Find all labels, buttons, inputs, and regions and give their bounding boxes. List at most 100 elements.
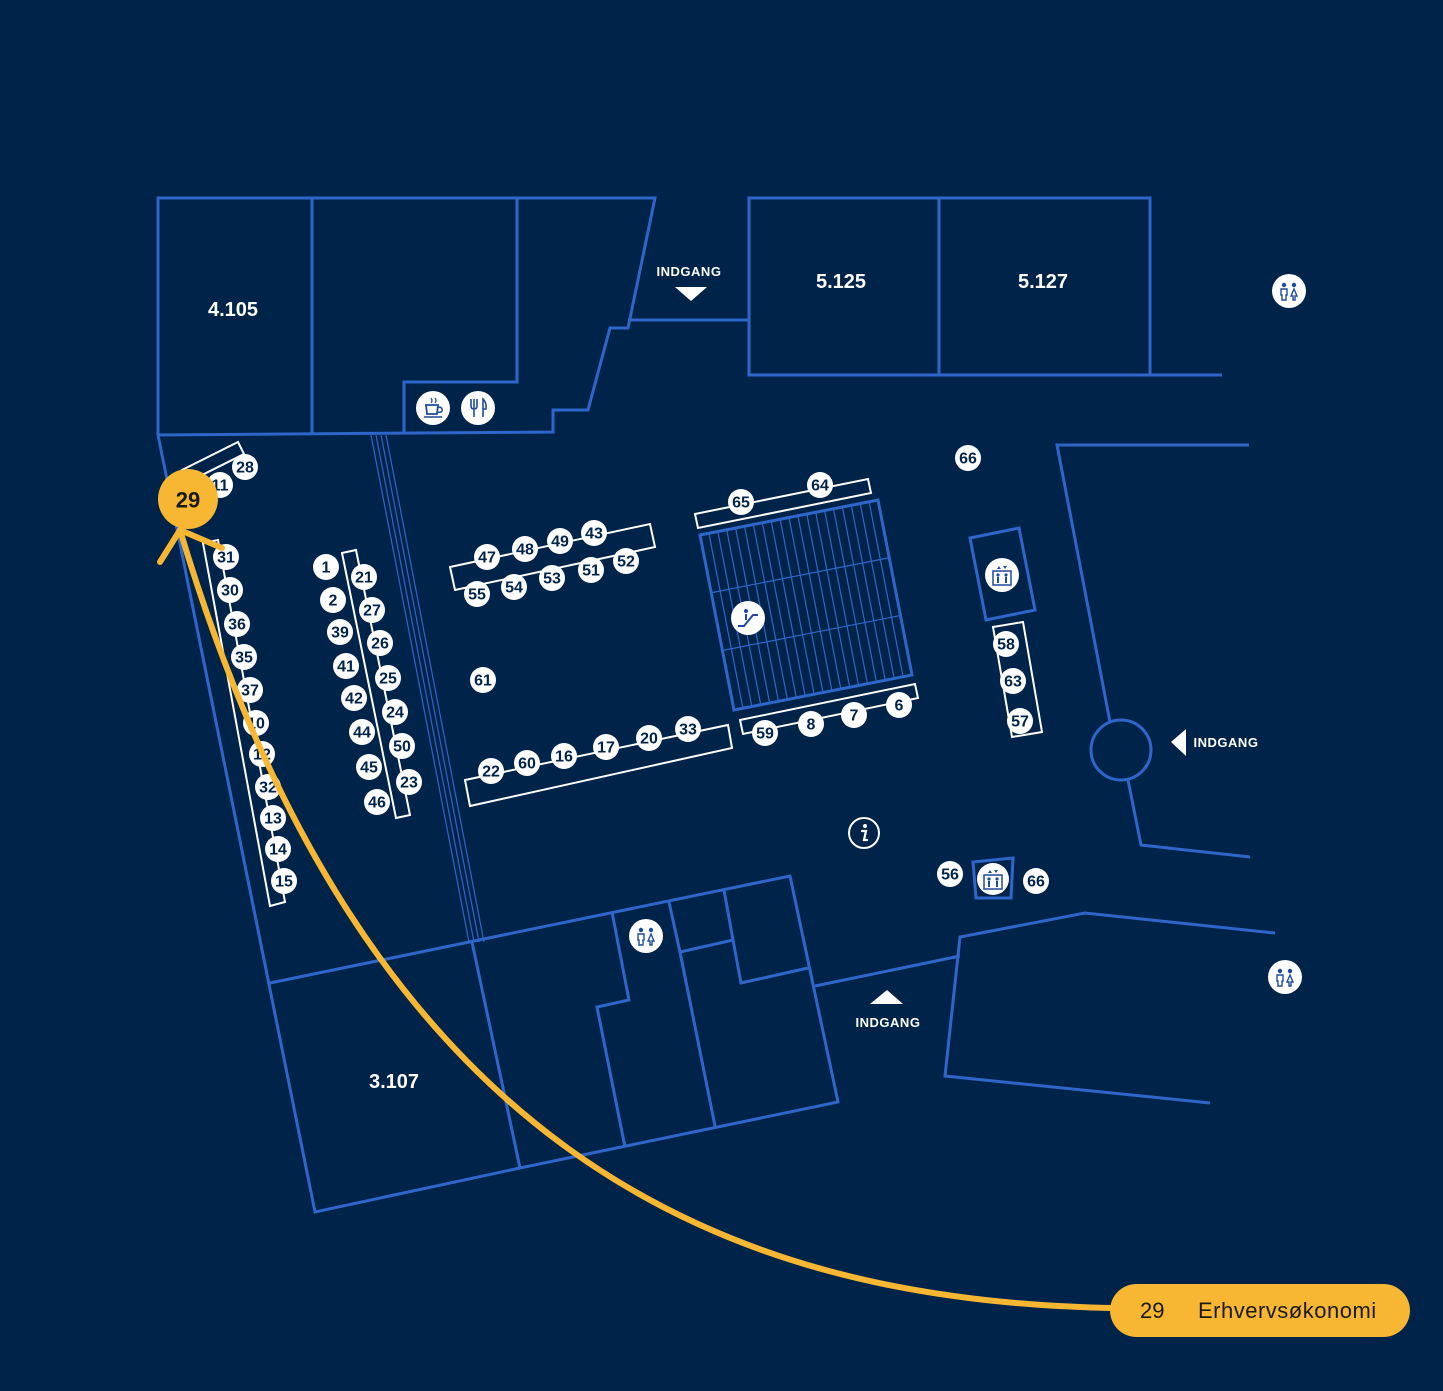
booth-marker-50[interactable]: 50	[389, 733, 415, 759]
booth-marker-17[interactable]: 17	[593, 734, 619, 760]
booth-marker-53[interactable]: 53	[539, 565, 565, 591]
booth-marker-circle	[232, 454, 258, 480]
booth-marker-number: 43	[585, 526, 603, 543]
booth-marker-circle	[382, 699, 408, 725]
booth-marker-number: 32	[259, 780, 277, 797]
info-icon[interactable]	[848, 817, 880, 849]
booth-marker-circle	[547, 528, 573, 554]
booth-marker-circle	[578, 557, 604, 583]
booth-marker-21[interactable]: 21	[351, 564, 377, 590]
booth-marker-39[interactable]: 39	[327, 619, 353, 645]
booth-marker-circle	[320, 587, 346, 613]
booth-marker-circle	[351, 564, 377, 590]
booth-marker-59[interactable]: 59	[752, 720, 778, 746]
entrance-right-arrow	[1171, 729, 1186, 756]
booth-marker-6[interactable]: 6	[886, 692, 912, 718]
booth-marker-44[interactable]: 44	[349, 719, 375, 745]
room-label-3107: 3.107	[369, 1071, 419, 1093]
booth-marker-42[interactable]: 42	[341, 685, 367, 711]
booth-marker-48[interactable]: 48	[512, 536, 538, 562]
booth-marker-number: 36	[228, 617, 246, 634]
booth-marker-43[interactable]: 43	[581, 520, 607, 546]
booth-marker-number: 17	[597, 740, 615, 757]
highlight-arrow-head	[157, 527, 225, 565]
booth-marker-26[interactable]: 26	[367, 630, 393, 656]
booth-marker-25[interactable]: 25	[375, 665, 401, 691]
escalator-icon[interactable]	[731, 601, 765, 635]
booth-marker-20[interactable]: 20	[636, 725, 662, 751]
booth-marker-7[interactable]: 7	[841, 702, 867, 728]
wall-bottom-rooms	[269, 874, 840, 1170]
booth-marker-35[interactable]: 35	[231, 644, 257, 670]
booth-marker-number: 37	[241, 683, 259, 700]
legend-booth-number: 29	[1140, 1297, 1165, 1323]
booth-marker-number: 24	[386, 705, 404, 722]
booth-marker-30[interactable]: 30	[217, 577, 243, 603]
highlight-legend[interactable]: 29 Erhvervsøkonomi	[1110, 1284, 1410, 1337]
booth-marker-58[interactable]: 58	[993, 631, 1019, 657]
booth-marker-65[interactable]: 65	[728, 489, 754, 515]
booth-marker-number: 65	[732, 495, 750, 512]
booth-marker-55[interactable]: 55	[464, 581, 490, 607]
toilet-icon[interactable]	[1268, 960, 1302, 994]
highlighted-booth-marker[interactable]: 29	[158, 469, 218, 529]
booth-marker-22[interactable]: 22	[478, 758, 504, 784]
booth-marker-number: 21	[355, 570, 373, 587]
booth-marker-24[interactable]: 24	[382, 699, 408, 725]
booth-marker-number: 52	[617, 554, 635, 571]
booth-marker-2[interactable]: 2	[320, 587, 346, 613]
amenities	[416, 274, 1306, 994]
booth-marker-number: 27	[363, 603, 381, 620]
booth-marker-8[interactable]: 8	[798, 711, 824, 737]
booth-marker-54[interactable]: 54	[501, 574, 527, 600]
booth-marker-64[interactable]: 64	[807, 472, 833, 498]
booth-marker-37[interactable]: 37	[237, 677, 263, 703]
booth-marker-number: 26	[371, 636, 389, 653]
booth-marker-circle	[271, 868, 297, 894]
restaurant-icon[interactable]	[461, 391, 495, 425]
booth-marker-number: 31	[217, 550, 235, 567]
booth-marker-66[interactable]: 66	[1023, 868, 1049, 894]
booth-marker-46[interactable]: 46	[364, 789, 390, 815]
elevator-icon[interactable]	[977, 863, 1009, 895]
booth-marker-49[interactable]: 49	[547, 528, 573, 554]
booth-marker-45[interactable]: 45	[356, 754, 382, 780]
booth-marker-13[interactable]: 13	[260, 805, 286, 831]
entrance-bottom-arrow	[870, 990, 903, 1004]
booth-marker-27[interactable]: 27	[359, 597, 385, 623]
staircase-block	[698, 498, 914, 712]
coffee-icon[interactable]	[416, 391, 450, 425]
booth-marker-15[interactable]: 15	[271, 868, 297, 894]
booth-marker-23[interactable]: 23	[396, 769, 422, 795]
booth-marker-63[interactable]: 63	[1000, 668, 1026, 694]
booth-marker-33[interactable]: 33	[675, 716, 701, 742]
wall-inner-divider	[402, 198, 519, 433]
booth-marker-47[interactable]: 47	[474, 544, 500, 570]
toilet-icon[interactable]	[629, 919, 663, 953]
booth-marker-41[interactable]: 41	[333, 653, 359, 679]
booth-marker-number: 33	[679, 722, 697, 739]
booth-marker-28[interactable]: 28	[232, 454, 258, 480]
booth-marker-60[interactable]: 60	[514, 750, 540, 776]
booth-marker-61[interactable]: 61	[470, 667, 496, 693]
booth-marker-circle	[265, 836, 291, 862]
booth-marker-1[interactable]: 1	[313, 554, 339, 580]
booth-markers: 1267810111213141516172021222324252627283…	[207, 445, 1049, 894]
booth-marker-51[interactable]: 51	[578, 557, 604, 583]
booth-marker-circle	[514, 750, 540, 776]
booth-marker-number: 16	[555, 749, 573, 766]
elevator-icon[interactable]	[985, 558, 1019, 592]
booth-marker-16[interactable]: 16	[551, 743, 577, 769]
entrance-bottom-label: INDGANG	[856, 1015, 921, 1030]
booth-marker-14[interactable]: 14	[265, 836, 291, 862]
booth-marker-52[interactable]: 52	[613, 548, 639, 574]
booth-marker-31[interactable]: 31	[213, 544, 239, 570]
booth-marker-66[interactable]: 66	[955, 445, 981, 471]
booth-marker-56[interactable]: 56	[937, 861, 963, 887]
toilet-icon[interactable]	[1272, 274, 1306, 308]
booth-marker-57[interactable]: 57	[1007, 708, 1033, 734]
booth-marker-circle	[581, 520, 607, 546]
booth-marker-36[interactable]: 36	[224, 611, 250, 637]
booth-marker-circle	[327, 619, 353, 645]
booth-marker-circle	[464, 581, 490, 607]
